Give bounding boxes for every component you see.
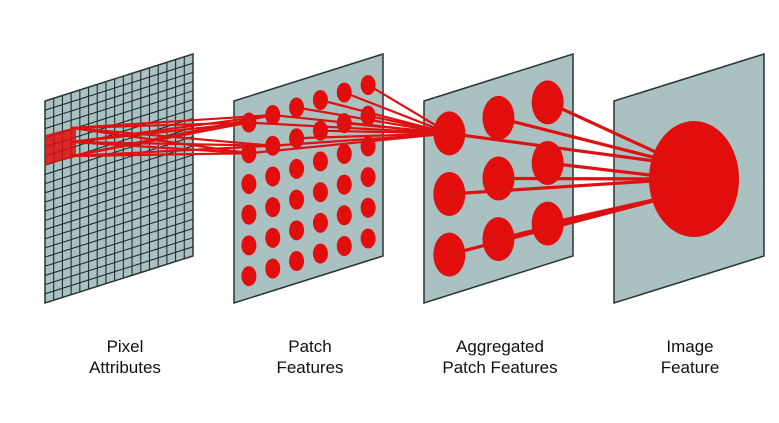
- patch-feature-dot: [360, 228, 376, 249]
- patch-feature-dot: [312, 182, 328, 203]
- grid-line-horizontal: [44, 154, 194, 203]
- patch-features-panel: [233, 52, 384, 305]
- grid-line-horizontal: [44, 227, 194, 276]
- grid-line-horizontal: [44, 209, 194, 258]
- grid-line-horizontal: [44, 237, 194, 286]
- connection-patch-to-aggregated: [319, 129, 451, 135]
- label-line-1: Aggregated: [456, 337, 544, 356]
- connection-pixel-to-patch: [70, 113, 274, 144]
- patch-features-label: Patch Features: [225, 336, 395, 378]
- patch-feature-dot: [241, 204, 257, 225]
- patch-feature-dot: [289, 158, 305, 179]
- connection-aggregated-to-image: [546, 100, 686, 167]
- patch-feature-dot: [241, 235, 257, 256]
- connection-aggregated-to-image: [546, 191, 686, 226]
- connection-aggregated-to-image: [546, 161, 686, 181]
- connection-lines: [70, 83, 686, 257]
- grid-line-horizontal: [44, 191, 194, 240]
- patch-feature-dot: [336, 205, 352, 226]
- patch-feature-dot: [265, 197, 281, 218]
- grid-line-horizontal: [44, 200, 194, 249]
- connection-pixel-to-patch: [70, 113, 274, 158]
- aggregated-patch-features-label: Aggregated Patch Features: [405, 336, 595, 378]
- connection-patch-to-aggregated: [367, 114, 451, 135]
- label-line-1: Patch: [288, 337, 332, 356]
- image-feature-label: Image Feature: [605, 336, 775, 378]
- patch-feature-dot: [312, 212, 328, 233]
- grid-line-horizontal: [44, 246, 194, 295]
- grid-line-horizontal: [44, 62, 194, 111]
- patch-feature-dot: [241, 266, 257, 287]
- connection-patch-to-aggregated: [367, 83, 451, 135]
- connection-aggregated-to-image: [496, 176, 686, 181]
- patch-feature-dot: [336, 236, 352, 256]
- connection-aggregated-to-image: [496, 116, 686, 167]
- label-line-2: Features: [276, 358, 344, 377]
- connection-patch-to-aggregated: [295, 106, 451, 135]
- connection-pixel-to-patch: [70, 140, 250, 155]
- label-line-2: Feature: [660, 358, 720, 377]
- connection-pixel-to-patch: [70, 126, 274, 147]
- connection-patch-to-aggregated: [247, 121, 451, 135]
- patch-feature-dot: [289, 251, 305, 272]
- connection-pixel-to-patch: [70, 140, 274, 147]
- connection-patch-to-aggregated: [343, 122, 451, 135]
- connection-aggregated-to-image: [447, 177, 686, 196]
- grid-line-horizontal: [44, 182, 194, 231]
- grid-line-horizontal: [44, 163, 194, 212]
- label-line-1: Image: [666, 337, 714, 356]
- patch-feature-dot: [265, 258, 281, 279]
- patch-feature-dot: [336, 143, 352, 164]
- pixel-highlight-region: [45, 127, 76, 165]
- patch-feature-dot: [360, 197, 376, 218]
- connection-aggregated-to-image: [447, 131, 686, 167]
- connection-patch-to-aggregated: [295, 132, 451, 140]
- patch-feature-dot: [289, 189, 305, 210]
- patch-feature-dot: [241, 173, 257, 194]
- grid-line-horizontal: [44, 218, 194, 267]
- patch-feature-dot: [360, 167, 376, 188]
- connection-patch-to-aggregated: [271, 132, 451, 147]
- grid-line-horizontal: [44, 172, 194, 221]
- grid-line-horizontal: [44, 81, 194, 130]
- grid-line-horizontal: [44, 71, 194, 120]
- patch-feature-dot: [336, 174, 352, 195]
- patch-feature-dot: [312, 243, 328, 264]
- label-line-2: Attributes: [89, 358, 161, 377]
- pixel-attributes-label: Pixel Attributes: [40, 336, 210, 378]
- label-line-1: Pixel: [106, 337, 144, 356]
- patch-feature-dot: [265, 227, 281, 248]
- patch-feature-dot: [312, 151, 328, 172]
- image-feature-blob: [649, 121, 739, 237]
- connection-patch-to-aggregated: [343, 91, 451, 135]
- patch-feature-dot: [265, 166, 281, 187]
- label-line-2: Patch Features: [442, 358, 558, 377]
- patch-feature-dot: [289, 220, 305, 241]
- connection-pixel-to-patch: [70, 144, 274, 158]
- connection-pixel-to-patch: [70, 113, 274, 130]
